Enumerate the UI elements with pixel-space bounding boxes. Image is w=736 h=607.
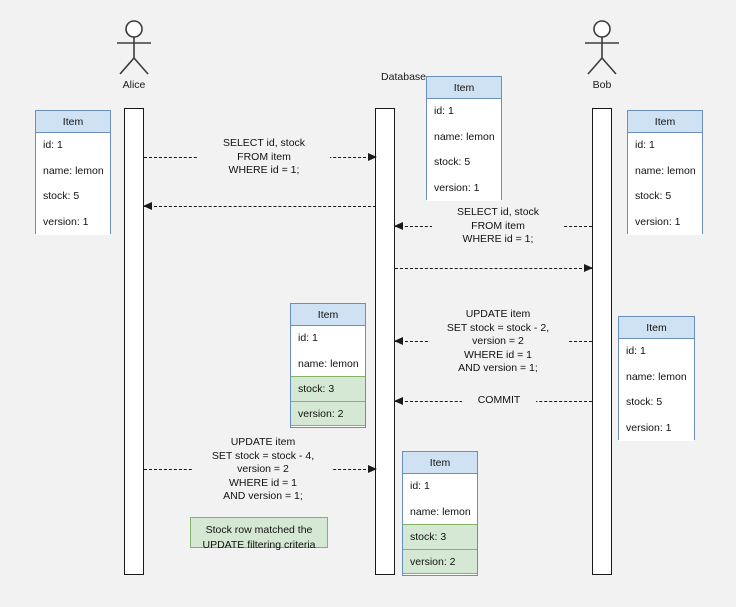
item-table-header: Item [427,77,501,99]
stick-figure-icon [585,20,619,75]
item-row-name: name: lemon [427,124,501,150]
item-table-db-after-bob-update: Item id: 1 name: lemon stock: 3 version:… [290,303,366,428]
item-row-stock: stock: 5 [427,150,501,176]
item-row-id: id: 1 [619,339,694,365]
item-row-stock: stock: 5 [619,390,694,416]
item-table-bob-stale: Item id: 1 name: lemon stock: 5 version:… [618,316,695,441]
item-row-name: name: lemon [403,499,477,525]
message-label-bob-update: UPDATE item SET stock = stock - 2, versi… [428,308,568,376]
arrowhead-left-icon [394,221,403,230]
item-row-id: id: 1 [427,99,501,125]
arrowhead-right-icon [584,263,593,272]
item-table-db-initial: Item id: 1 name: lemon stock: 5 version:… [426,76,502,201]
item-row-version: version: 2 [403,548,477,574]
item-row-version: version: 1 [619,415,694,441]
message-line [144,206,376,207]
item-row-version: version: 1 [36,209,110,235]
item-table-header: Item [619,317,694,339]
arrowhead-left-icon [394,396,403,405]
item-row-stock: stock: 5 [36,184,110,210]
actor-bob[interactable]: Bob [572,18,632,94]
item-row-stock: stock: 5 [628,184,702,210]
item-table-header: Item [403,452,477,474]
item-row-version: version: 2 [291,400,365,426]
item-table-header: Item [36,111,110,133]
message-line [395,268,592,269]
item-table-alice-initial: Item id: 1 name: lemon stock: 5 version:… [35,110,111,235]
item-table-db-final: Item id: 1 name: lemon stock: 3 version:… [402,451,478,576]
item-table-header: Item [628,111,702,133]
arrowhead-left-icon [394,336,403,345]
stick-figure-icon [117,20,151,75]
item-row-id: id: 1 [36,133,110,159]
actor-database[interactable]: Database [355,18,426,94]
item-row-name: name: lemon [291,351,365,377]
arrowhead-left-icon [143,201,152,210]
item-row-name: name: lemon [628,158,702,184]
message-label-bob-select: SELECT id, stock FROM item WHERE id = 1; [432,206,564,247]
item-row-id: id: 1 [403,474,477,500]
actor-label-database: Database [381,71,426,83]
item-table-header: Item [291,304,365,326]
lifeline-bob [592,108,612,575]
item-row-name: name: lemon [619,364,694,390]
actor-alice[interactable]: Alice [104,18,164,94]
item-row-id: id: 1 [628,133,702,159]
item-row-version: version: 1 [628,209,702,235]
actor-label-bob: Bob [592,79,612,91]
item-row-stock: stock: 3 [291,376,365,402]
message-db-to-bob-result[interactable] [395,263,593,272]
item-row-stock: stock: 3 [403,524,477,550]
message-label-bob-commit: COMMIT [462,394,536,408]
arrowhead-right-icon [368,152,377,161]
item-row-name: name: lemon [36,158,110,184]
item-row-id: id: 1 [291,326,365,352]
message-label-alice-select: SELECT id, stock FROM item WHERE id = 1; [198,137,330,178]
message-db-to-alice-result[interactable] [143,201,376,210]
lifeline-database [375,108,395,575]
message-label-alice-update: UPDATE item SET stock = stock - 4, versi… [193,436,333,504]
actor-label-alice: Alice [122,79,146,91]
item-row-version: version: 1 [427,175,501,201]
note-stock-row-matched: Stock row matched the UPDATE filtering c… [190,517,328,551]
arrowhead-right-icon [368,464,377,473]
lifeline-alice [124,108,144,575]
item-table-bob-initial: Item id: 1 name: lemon stock: 5 version:… [627,110,703,235]
